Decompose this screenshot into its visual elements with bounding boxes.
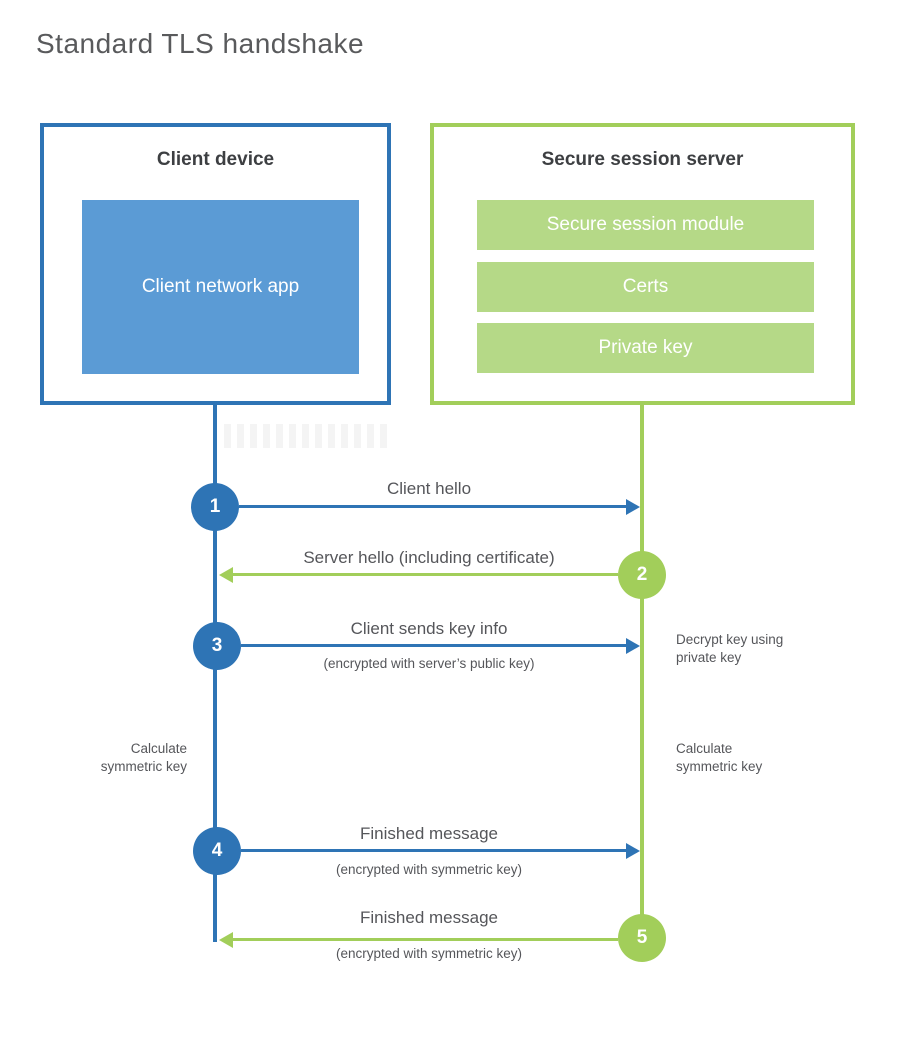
- step-badge-1: 1: [191, 483, 239, 531]
- server-module-certs: Certs: [477, 262, 814, 312]
- message-label-client-hello: Client hello: [386, 479, 472, 498]
- client-device-box: Client device Client network app: [40, 123, 391, 405]
- faint-watermark: [224, 424, 389, 448]
- step-badge-2: 2: [618, 551, 666, 599]
- note-calculate-symmetric-key-client: Calculate symmetric key: [100, 741, 187, 775]
- step-badge-5: 5: [618, 914, 666, 962]
- message-label-key-info: Client sends key info: [350, 619, 508, 638]
- secure-session-server-title: Secure session server: [541, 149, 744, 170]
- message-sublabel-finished-client: (encrypted with symmetric key): [335, 862, 523, 877]
- arrow-line-step3: [241, 644, 626, 647]
- note-calculate-symmetric-key-server: Calculate symmetric key: [676, 741, 763, 775]
- server-module-private-key: Private key: [477, 323, 814, 373]
- step-badge-4: 4: [193, 827, 241, 875]
- message-label-finished-server: Finished message: [360, 908, 498, 927]
- client-lifeline: [213, 403, 217, 942]
- note-decrypt-key: Decrypt key using private key: [676, 632, 784, 666]
- arrowhead-left-icon: [219, 932, 233, 948]
- step-badge-3: 3: [193, 622, 241, 670]
- server-module-secure-session: Secure session module: [477, 200, 814, 250]
- arrow-line-step5: [233, 938, 618, 941]
- arrow-line-step2: [233, 573, 618, 576]
- message-sublabel-finished-server: (encrypted with symmetric key): [335, 946, 523, 961]
- arrowhead-right-icon: [626, 843, 640, 859]
- message-label-finished-client: Finished message: [360, 824, 498, 843]
- arrow-line-step4: [241, 849, 626, 852]
- client-network-app-box: Client network app: [82, 200, 359, 374]
- secure-session-server-box: Secure session server Secure session mod…: [430, 123, 855, 405]
- arrowhead-left-icon: [219, 567, 233, 583]
- client-device-title: Client device: [156, 149, 275, 170]
- message-label-server-hello: Server hello (including certificate): [303, 548, 555, 567]
- server-lifeline: [640, 403, 644, 960]
- arrowhead-right-icon: [626, 638, 640, 654]
- page-title: Standard TLS handshake: [36, 28, 365, 59]
- arrowhead-right-icon: [626, 499, 640, 515]
- arrow-line-step1: [239, 505, 626, 508]
- message-sublabel-key-info: (encrypted with server’s public key): [323, 656, 535, 671]
